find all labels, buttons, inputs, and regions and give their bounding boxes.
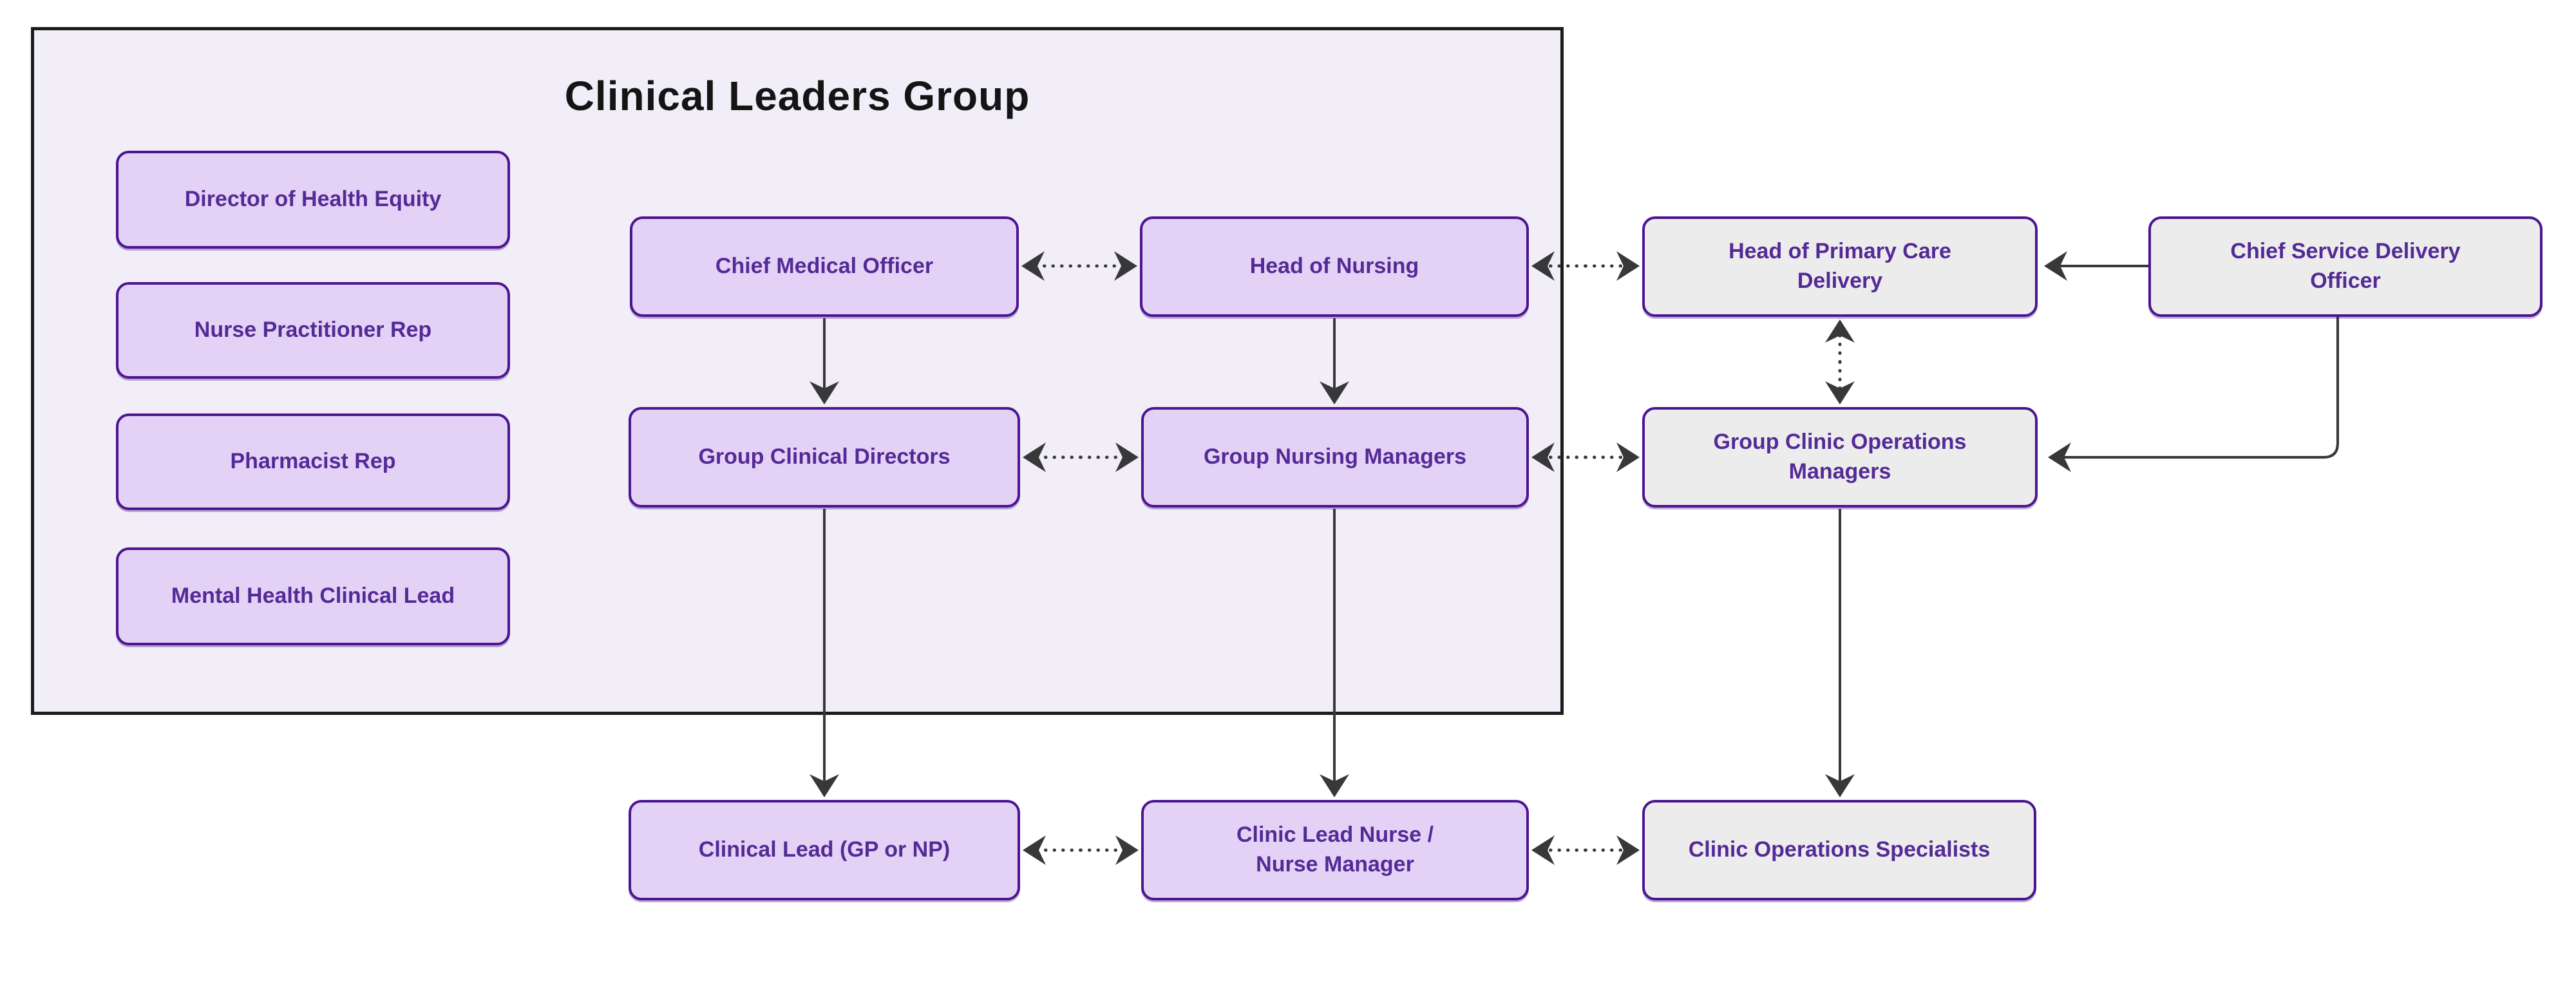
node-director-of-health-equity: Director of Health Equity	[116, 151, 510, 249]
node-chief-service-delivery-officer: Chief Service Delivery Officer	[2148, 216, 2543, 317]
node-clinical-lead-gp-or-np: Clinical Lead (GP or NP)	[629, 800, 1020, 900]
node-group-clinical-directors: Group Clinical Directors	[629, 407, 1020, 508]
cluster-title: Clinical Leaders Group	[564, 73, 1030, 119]
node-head-of-primary-care-delivery: Head of Primary Care Delivery	[1642, 216, 2038, 317]
node-nurse-practitioner-rep: Nurse Practitioner Rep	[116, 282, 510, 379]
node-clinic-operations-specialists: Clinic Operations Specialists	[1642, 800, 2036, 900]
node-clinic-lead-nurse-nurse-manager: Clinic Lead Nurse / Nurse Manager	[1141, 800, 1529, 900]
node-mental-health-clinical-lead: Mental Health Clinical Lead	[116, 547, 510, 645]
node-group-clinic-operations-managers: Group Clinic Operations Managers	[1642, 407, 2038, 508]
node-head-of-nursing: Head of Nursing	[1140, 216, 1529, 317]
node-pharmacist-rep: Pharmacist Rep	[116, 413, 510, 510]
edge-csdo-to-gcom	[2048, 317, 2339, 472]
node-group-nursing-managers: Group Nursing Managers	[1141, 407, 1529, 508]
node-chief-medical-officer: Chief Medical Officer	[630, 216, 1019, 317]
